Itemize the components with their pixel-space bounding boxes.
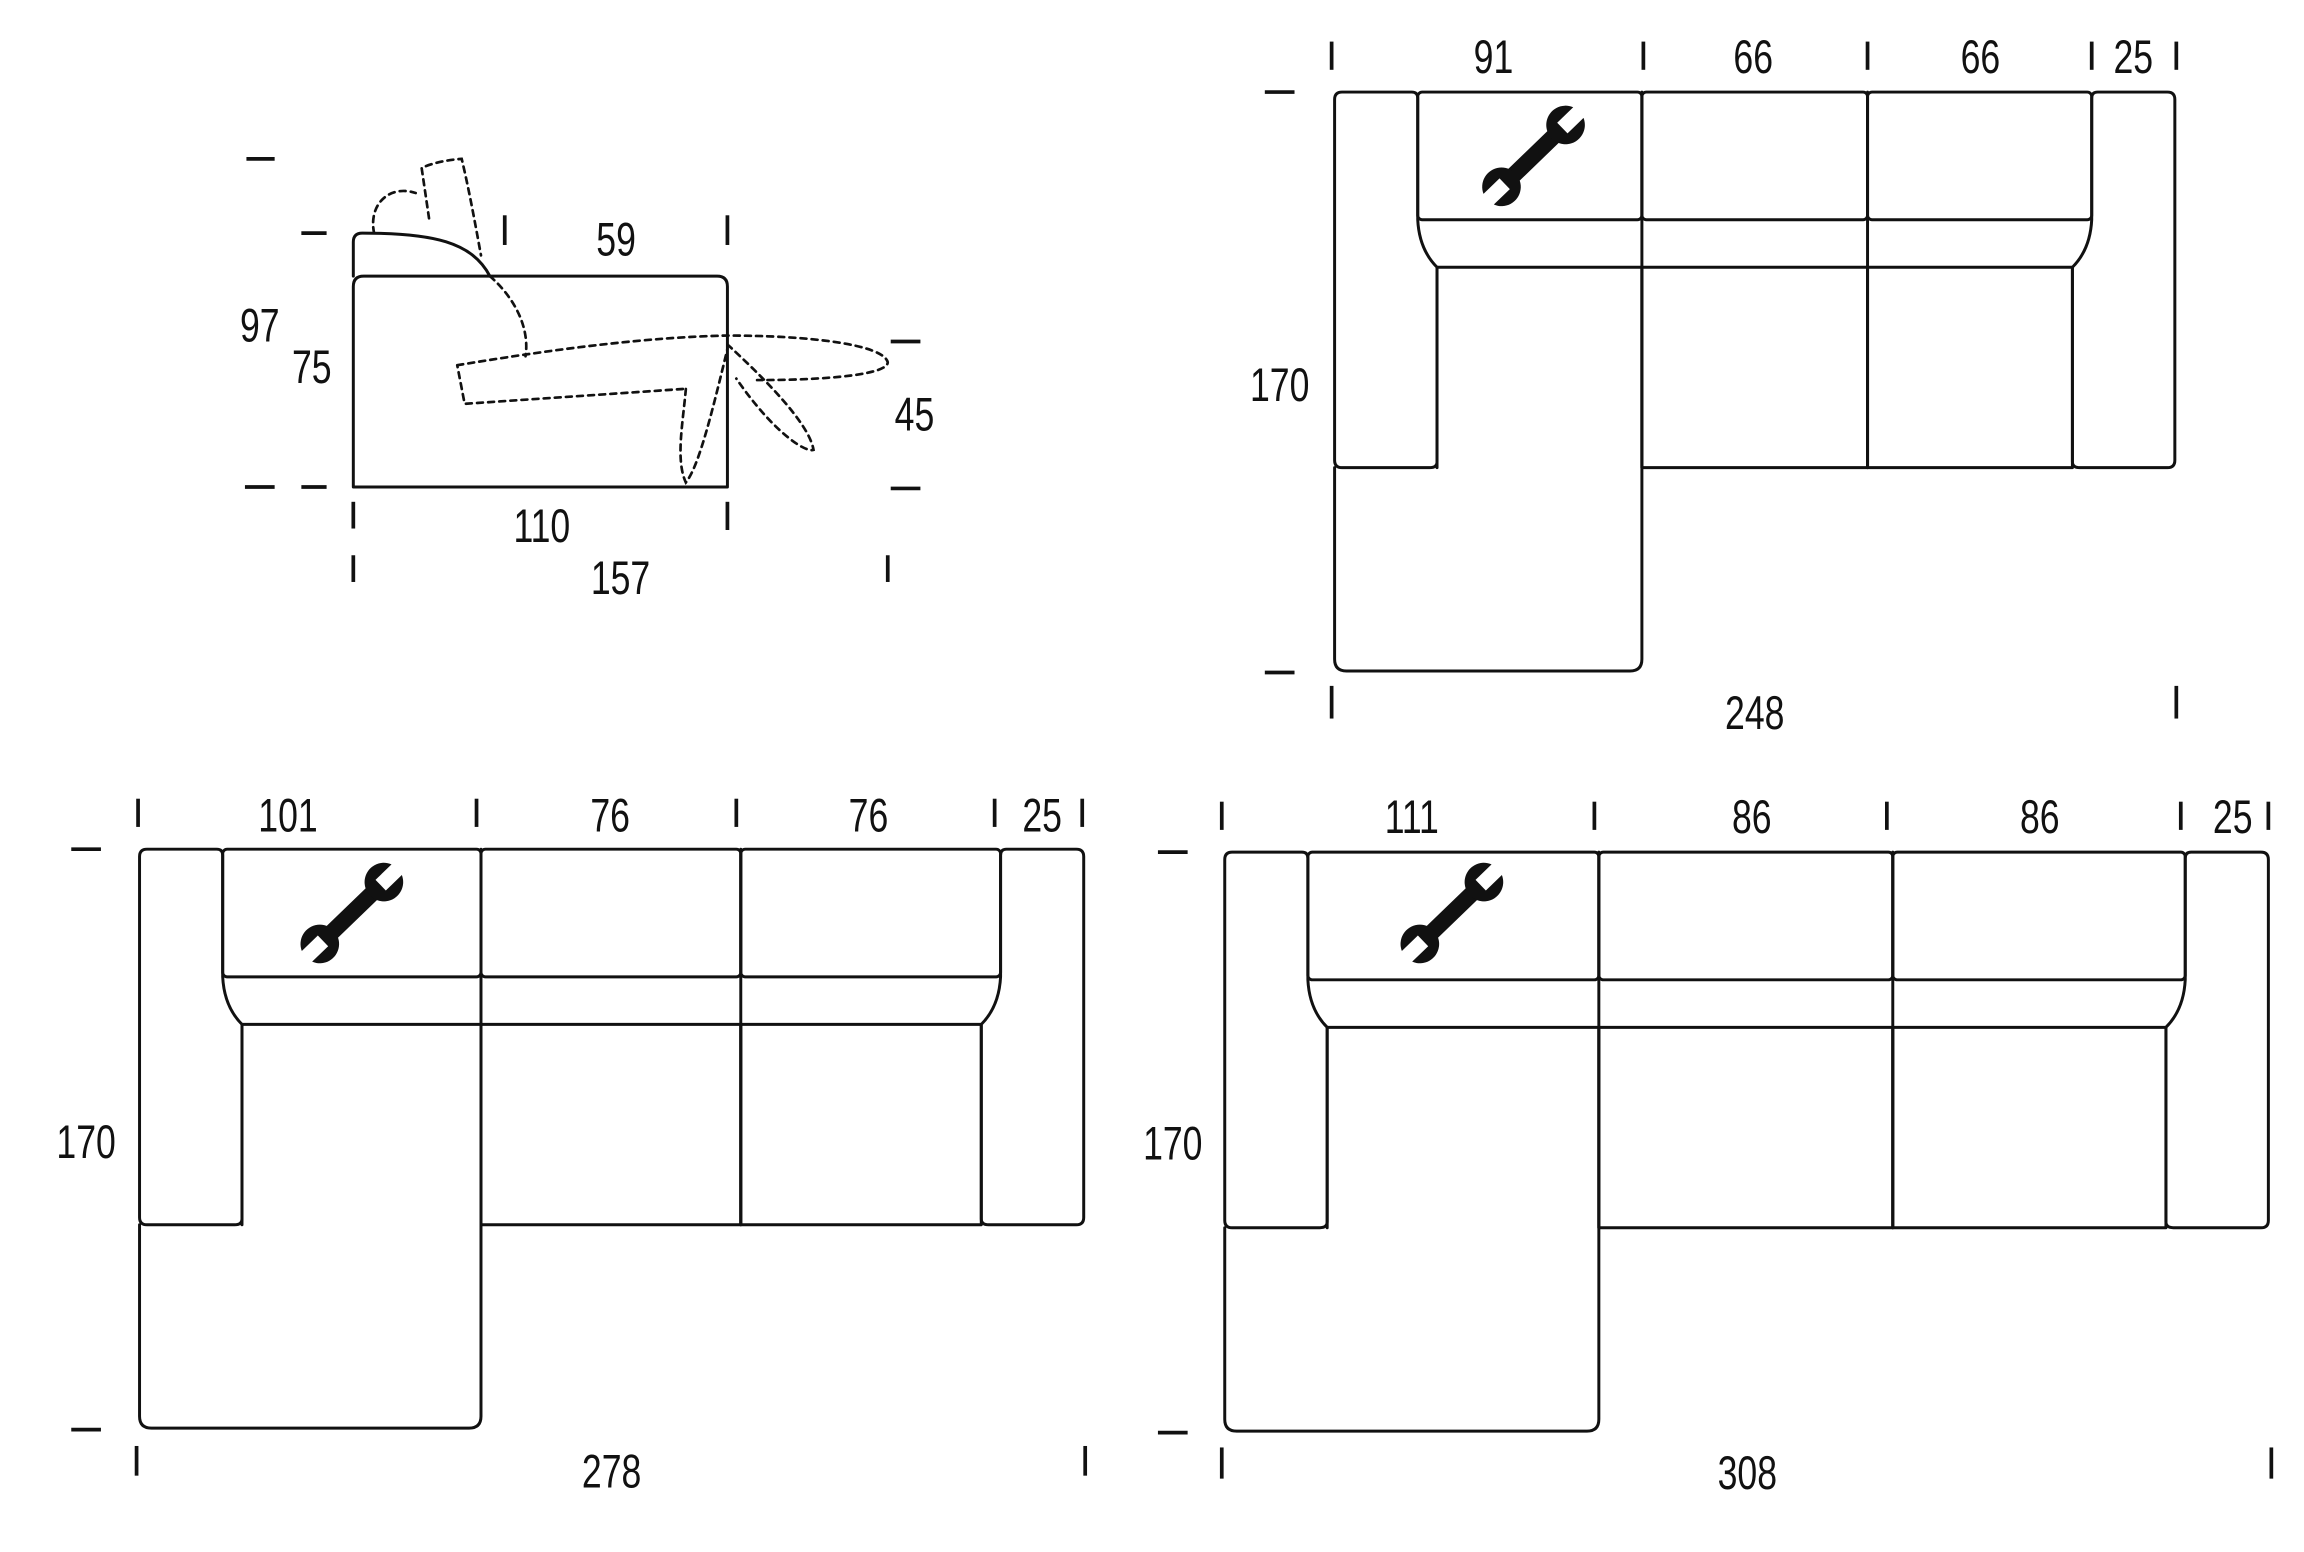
module-width-label: 76 bbox=[590, 788, 630, 841]
headrest-tilt-outline bbox=[371, 189, 418, 235]
wrench-head bbox=[1400, 924, 1440, 964]
chaise-longue-cushion bbox=[1223, 1025, 1601, 1433]
module-width-label: 25 bbox=[2113, 30, 2153, 83]
headrest-raised-outline bbox=[420, 157, 483, 257]
module-width-label: 66 bbox=[1961, 30, 2001, 83]
backrest-recline-outline bbox=[488, 274, 528, 358]
seat-cushion bbox=[479, 1022, 743, 1227]
footrest-extended-outline bbox=[455, 334, 890, 406]
back-height-label: 75 bbox=[292, 340, 332, 393]
back-cushion bbox=[479, 847, 743, 979]
module-width-label: 101 bbox=[258, 788, 317, 841]
total-width-label: 308 bbox=[1718, 1446, 1777, 1499]
sofa-side-body bbox=[351, 274, 729, 489]
back-cushion bbox=[1891, 850, 2187, 982]
back-cushion bbox=[1866, 90, 2094, 222]
left-armrest bbox=[138, 847, 244, 1227]
chaise-longue-cushion bbox=[1333, 265, 1644, 673]
module-width-label: 91 bbox=[1474, 30, 1514, 83]
side-view: 59 97 75 45 110 157 bbox=[240, 157, 935, 604]
sofa-plan-2: 101 76 76 25 170 278 bbox=[56, 788, 1088, 1498]
seat-depth-label: 59 bbox=[596, 212, 636, 265]
depth-label: 170 bbox=[1143, 1116, 1202, 1169]
module-width-label: 86 bbox=[2020, 790, 2060, 843]
module-width-label: 111 bbox=[1385, 790, 1439, 843]
wrench-head bbox=[1546, 105, 1585, 145]
wrench-handle bbox=[1424, 886, 1479, 940]
total-width-label: 278 bbox=[582, 1445, 641, 1498]
left-armrest bbox=[1223, 850, 1329, 1230]
plan-views: 91 66 66 25 170 248 101 76 76 25 170 278 111 86 86 25 17… bbox=[56, 30, 2274, 1499]
back-cushion bbox=[1640, 90, 1870, 222]
wrench-head bbox=[300, 924, 340, 964]
wrench-icon bbox=[300, 862, 404, 964]
depth-label: 170 bbox=[1250, 358, 1309, 411]
total-width-label: 248 bbox=[1725, 686, 1784, 739]
sofa-plan-1: 91 66 66 25 170 248 bbox=[1250, 30, 2179, 739]
sofa-side-backrest bbox=[351, 231, 492, 278]
seat-cushion bbox=[739, 1022, 983, 1227]
extended-depth-label: 157 bbox=[591, 551, 650, 604]
wrench-head bbox=[1464, 862, 1504, 902]
right-armrest bbox=[2070, 90, 2177, 470]
module-width-label: 86 bbox=[1732, 790, 1772, 843]
seat-cushion bbox=[1597, 1025, 1895, 1230]
left-armrest bbox=[1333, 90, 1439, 470]
seat-cushion bbox=[1640, 265, 1870, 470]
seat-cushion bbox=[1866, 265, 2074, 470]
chaise-longue-cushion bbox=[138, 1022, 483, 1430]
back-cushion bbox=[1597, 850, 1895, 982]
module-width-label: 66 bbox=[1733, 30, 1773, 83]
depth-label: 110 bbox=[513, 499, 570, 552]
module-width-label: 25 bbox=[2213, 790, 2253, 843]
module-width-label: 76 bbox=[849, 788, 889, 841]
back-cushion bbox=[739, 847, 1003, 979]
seat-cushion bbox=[1891, 1025, 2168, 1230]
wrench-icon bbox=[1482, 105, 1585, 207]
wrench-icon bbox=[1400, 862, 1504, 964]
right-armrest bbox=[979, 847, 1086, 1227]
total-height-label: 97 bbox=[240, 298, 280, 351]
wrench-handle bbox=[324, 886, 379, 940]
depth-label: 170 bbox=[56, 1115, 115, 1168]
wrench-head bbox=[364, 862, 404, 902]
footrest-height-label: 45 bbox=[895, 388, 935, 441]
module-width-label: 25 bbox=[1022, 788, 1062, 841]
footrest-swing-outline bbox=[726, 343, 816, 452]
wrench-handle bbox=[1506, 129, 1561, 183]
footrest-fold-outline bbox=[679, 347, 729, 486]
sofa-plan-3: 111 86 86 25 170 308 bbox=[1143, 790, 2274, 1499]
wrench-head bbox=[1482, 167, 1521, 207]
right-armrest bbox=[2164, 850, 2270, 1230]
